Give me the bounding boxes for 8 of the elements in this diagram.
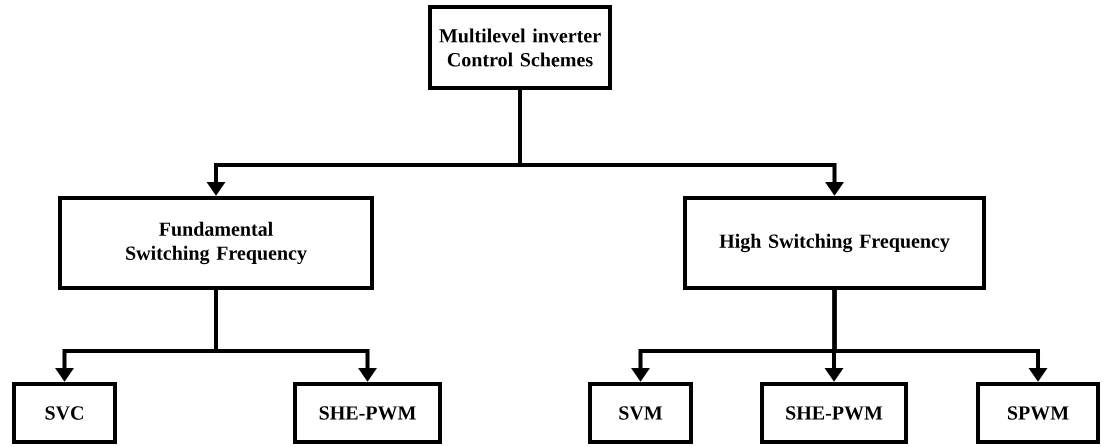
- category-box: High Switching Frequency: [683, 196, 986, 290]
- method-box: SVM: [588, 382, 693, 444]
- category-box: Fundamental Switching Frequency: [58, 196, 374, 290]
- method-box: SHE-PWM: [293, 382, 442, 444]
- method-box: SHE-PWM: [760, 382, 908, 444]
- method-box: SVC: [12, 382, 117, 444]
- method-box: SPWM: [976, 382, 1100, 444]
- root-box: Multilevel inverter Control Schemes: [428, 5, 612, 90]
